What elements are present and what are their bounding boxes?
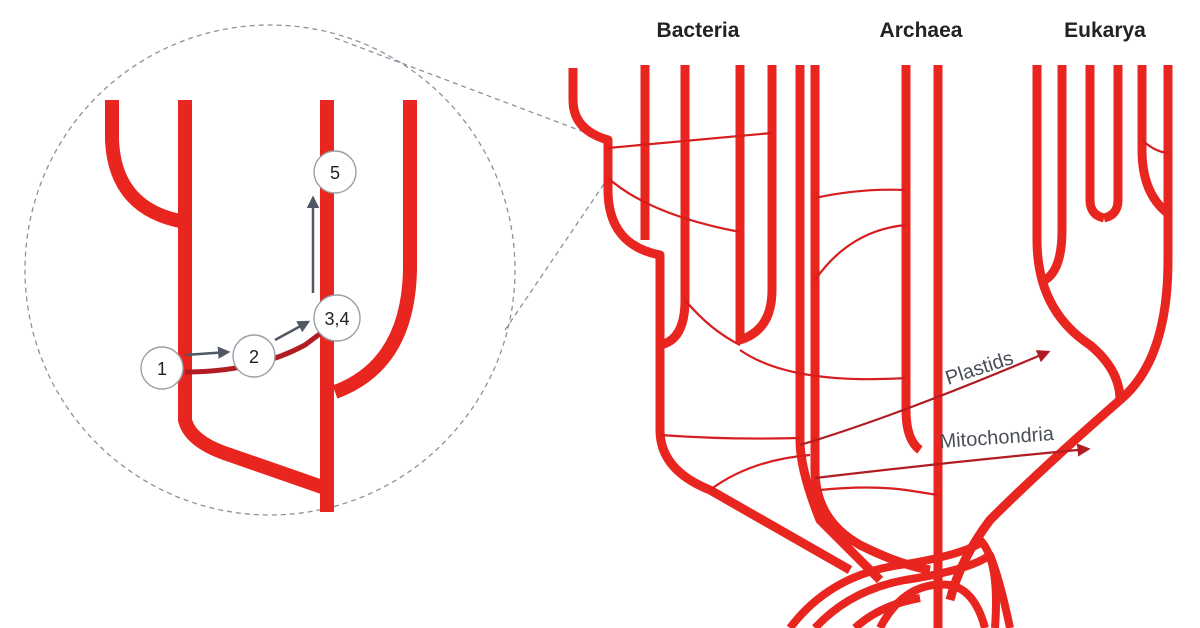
- inset-node-3-4: 3,4: [313, 294, 361, 342]
- zoom-lens: [24, 24, 609, 516]
- step-arrow-2-34: [274, 320, 311, 342]
- thread-5: [814, 223, 907, 281]
- thread-1: [607, 131, 773, 150]
- bacteria-branch-1: [568, 68, 665, 345]
- bacteria-branch-6: [795, 65, 884, 584]
- archaea-branch-1: [901, 65, 923, 454]
- eukarya-branch-1: [1032, 65, 1125, 401]
- bacteria-trunk-left: [655, 345, 853, 574]
- label-eukarya: Eukarya: [1064, 19, 1146, 42]
- inset-right-fork: [332, 100, 417, 399]
- node-label-2: 2: [249, 347, 259, 367]
- thread-9: [709, 453, 811, 491]
- bacteria-clade: [568, 65, 884, 584]
- main-tree: [568, 65, 1173, 628]
- root-strand-5: [976, 537, 1000, 628]
- eukarya-branch-2: [1042, 65, 1067, 284]
- thread-6: [684, 299, 741, 346]
- node-label-1: 1: [157, 359, 167, 379]
- inset-node-5: 5: [313, 150, 357, 194]
- bacteria-branch-5: [735, 65, 777, 345]
- eukarya-branch-6: [1117, 65, 1173, 404]
- mitochondria-thread: [814, 443, 1091, 480]
- thread-8: [659, 433, 801, 440]
- root-tangle: [786, 536, 1014, 628]
- eukarya-clade: [945, 65, 1173, 602]
- zoom-line-top: [334, 37, 601, 139]
- label-mitochondria: Mitochondria: [939, 423, 1056, 453]
- thread-10: [819, 486, 939, 497]
- thread-7: [739, 349, 907, 381]
- label-archaea: Archaea: [880, 19, 963, 42]
- inset-left-fork: [105, 100, 187, 229]
- root-strand-1: [786, 536, 988, 628]
- thread-4: [814, 188, 907, 200]
- eukarya-branch-4: [1102, 65, 1123, 223]
- zoom-line-bottom: [504, 177, 609, 331]
- archaea-clade: [810, 65, 943, 628]
- label-plastids: Plastids: [943, 347, 1016, 390]
- node-label-3-4: 3,4: [324, 309, 349, 329]
- step-arrow-1-2: [184, 346, 231, 359]
- root-strand-3: [852, 594, 921, 628]
- inset-steps: [184, 195, 320, 359]
- inset-tree: [105, 100, 417, 512]
- node-label-5: 5: [330, 163, 340, 183]
- inset-node-2: 2: [232, 334, 276, 378]
- root-strand-4: [876, 580, 989, 628]
- plastids-thread: [799, 350, 1051, 447]
- thread-3: [1141, 139, 1169, 155]
- inset-circle: [24, 24, 516, 516]
- transfer-threads: [607, 131, 1169, 497]
- archaea-root-left: [810, 65, 931, 575]
- thread-2: [607, 177, 741, 234]
- inset-node-1: 1: [140, 346, 184, 390]
- inset-left-stem: [178, 100, 328, 495]
- eukarya-branch-3: [1085, 65, 1106, 223]
- label-bacteria: Bacteria: [657, 19, 740, 42]
